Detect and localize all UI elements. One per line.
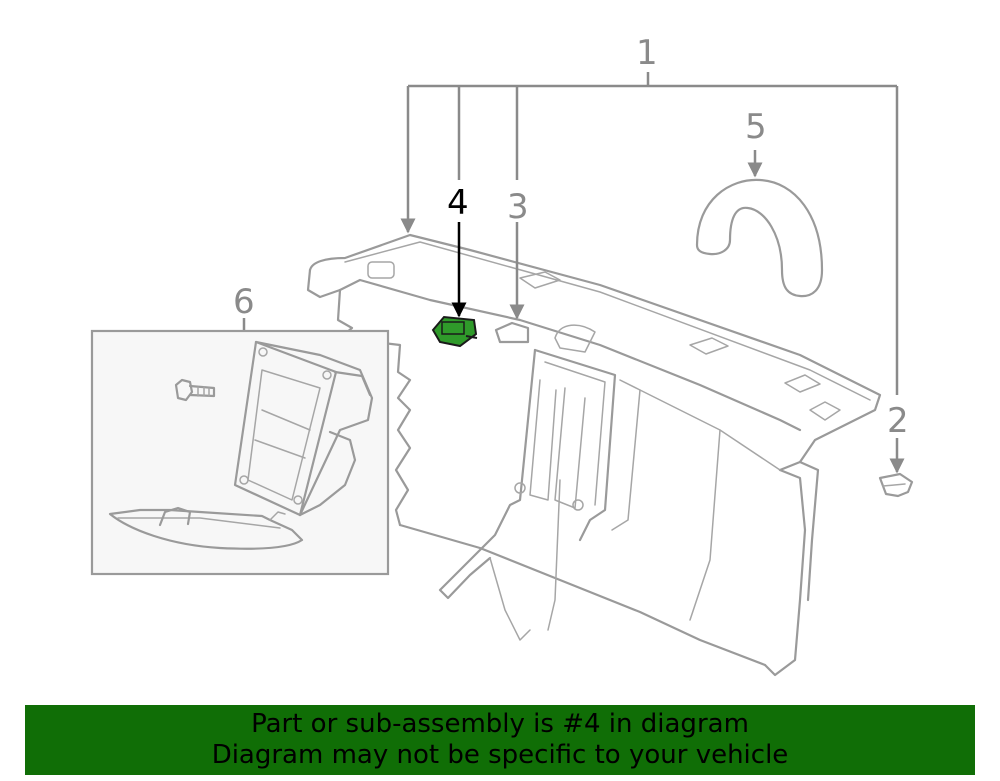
callout-6: 6 (233, 282, 255, 322)
banner-line-1: Part or sub-assembly is #4 in diagram (251, 709, 749, 739)
info-banner: Part or sub-assembly is #4 in diagram Di… (25, 705, 975, 775)
part-2-clip (878, 472, 914, 498)
callout-1: 1 (636, 33, 658, 73)
part-5-cover (695, 178, 824, 298)
part-4-highlighted (431, 315, 478, 348)
callout-3: 3 (507, 187, 529, 227)
callout-2: 2 (887, 401, 909, 441)
banner-line-2: Diagram may not be specific to your vehi… (211, 740, 789, 770)
bolt-icon (174, 378, 216, 402)
part-3-clip (494, 321, 530, 344)
part-6-inset (90, 329, 390, 576)
tray-part (108, 506, 304, 550)
callout-leaders (242, 72, 905, 474)
rear-panel-trim (306, 233, 882, 677)
bracket-part (233, 340, 374, 517)
callout-5: 5 (745, 107, 767, 147)
callout-4: 4 (447, 183, 469, 223)
